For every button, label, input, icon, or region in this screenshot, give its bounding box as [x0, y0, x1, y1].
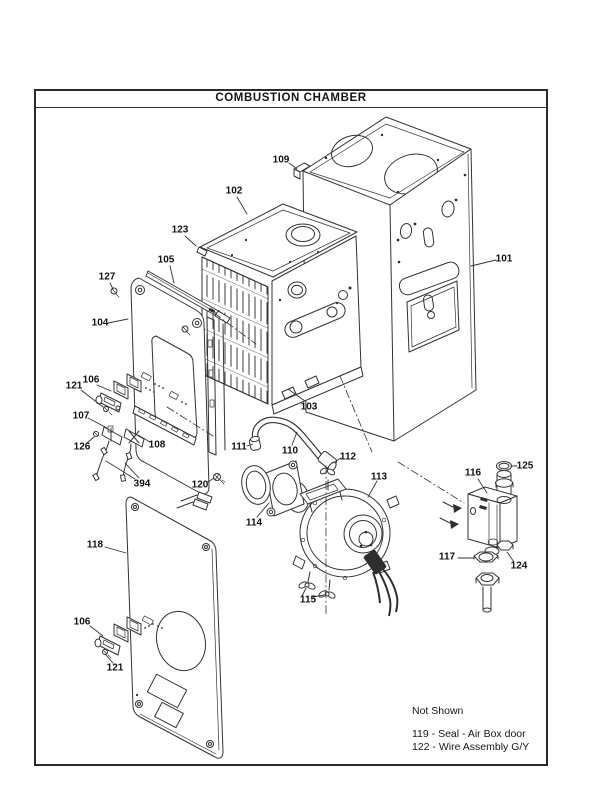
callout-111: 111: [231, 441, 247, 453]
part-latch-upper: [95, 373, 155, 416]
part-panel-118: [125, 496, 224, 759]
callout-103: 103: [300, 401, 318, 413]
callout-104: 104: [91, 317, 109, 329]
part-heat-exchanger: [196, 203, 364, 415]
callout-114: 114: [245, 517, 263, 529]
diagram-title: COMBUSTION CHAMBER: [34, 89, 548, 108]
callout-121: 121: [65, 380, 83, 392]
callout-108: 108: [148, 439, 166, 451]
not-shown-heading: Not Shown: [412, 705, 464, 717]
callout-123: 123: [171, 224, 189, 236]
page-border: [34, 89, 548, 766]
callout-125: 125: [516, 460, 534, 472]
part-screw-terminals-120: [176, 473, 226, 511]
callout-117: 117: [438, 551, 456, 563]
leader-lines: [80, 162, 518, 664]
callout-112: 112: [339, 451, 357, 463]
part-blower-113: [292, 467, 400, 617]
callout-106: 106: [82, 374, 100, 386]
part-wing-nuts-115: [298, 467, 336, 599]
callout-124: 124: [510, 560, 528, 572]
centerlines: [166, 312, 465, 615]
callout-113: 113: [370, 471, 388, 483]
callout-126: 126: [73, 441, 91, 453]
callout-120: 120: [191, 479, 209, 491]
callout-101: 101: [495, 253, 513, 265]
not-shown-item: 119 - Seal - Air Box door: [412, 728, 526, 740]
callout-106: 106: [73, 616, 91, 628]
callout-109: 109: [272, 154, 290, 166]
callout-115: 115: [299, 594, 317, 606]
callout-118: 118: [86, 539, 104, 551]
callout-102: 102: [225, 185, 243, 197]
callout-105: 105: [157, 254, 175, 266]
part-igniter-brackets: [92, 405, 197, 482]
callout-116: 116: [464, 467, 482, 479]
callout-107: 107: [72, 410, 90, 422]
callout-127: 127: [98, 271, 116, 283]
not-shown-item: 122 - Wire Assembly G/Y: [412, 741, 530, 753]
callout-110: 110: [281, 445, 299, 457]
part-trap-116: [439, 461, 518, 613]
part-coupling-114: [241, 460, 310, 517]
callout-394: 394: [133, 478, 151, 490]
part-latch-lower: [94, 616, 154, 659]
callout-121: 121: [106, 662, 124, 674]
